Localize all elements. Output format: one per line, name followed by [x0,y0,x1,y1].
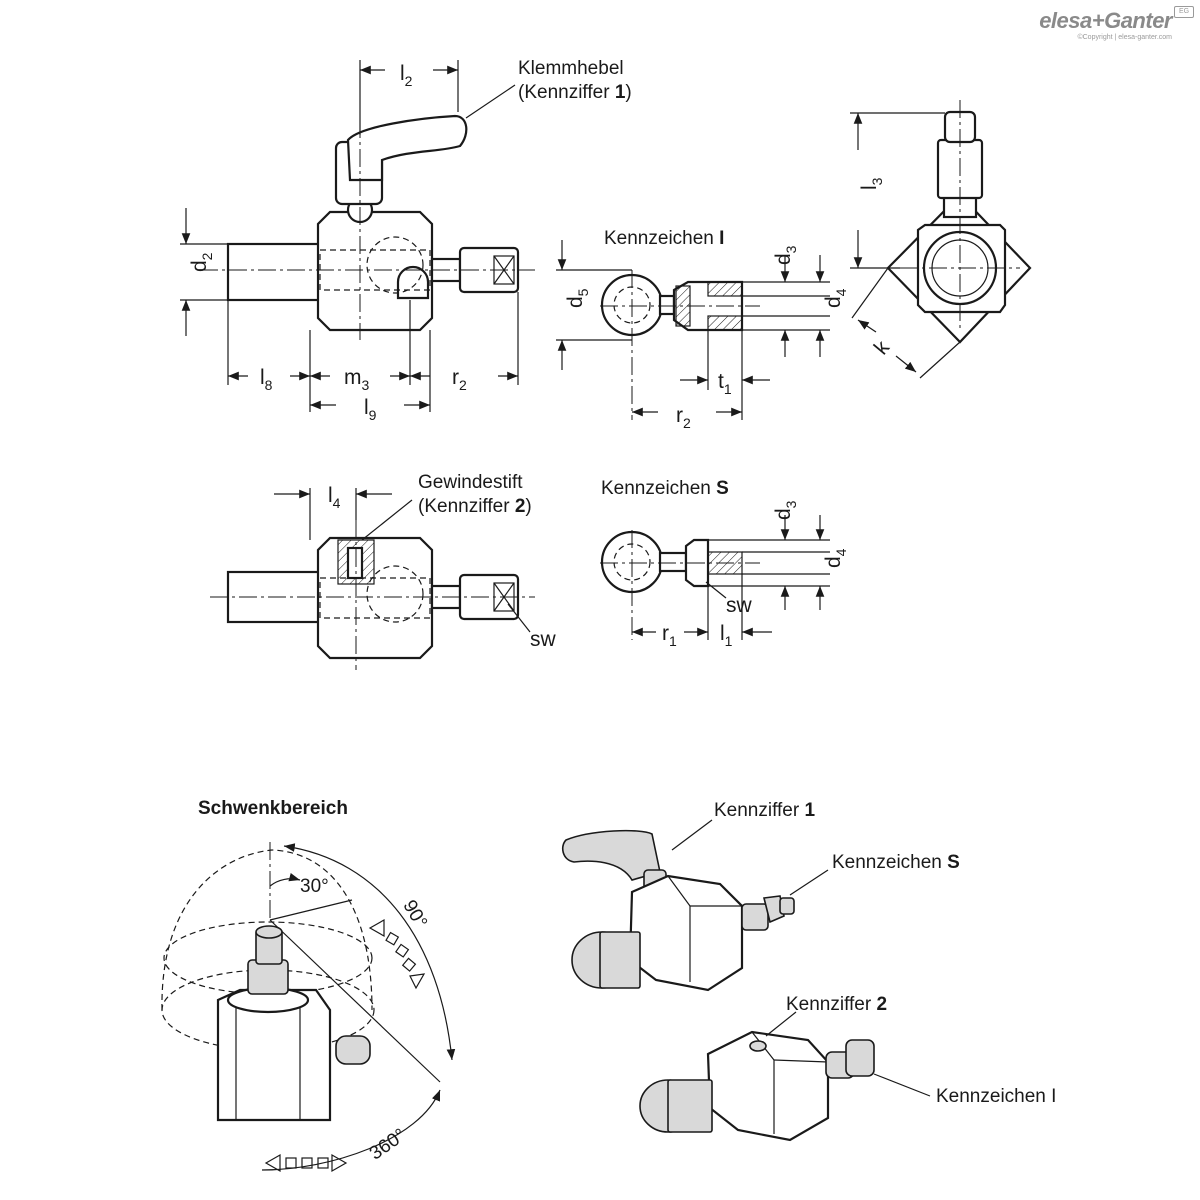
dim-sw-left: sw [530,628,557,651]
swivel-body [216,988,332,1122]
neck-i [658,294,676,316]
dim-l8: l8 [260,366,273,393]
slot-cutout [396,265,430,300]
iso-grub-assembly [639,1011,931,1142]
label-angle-30: 30° [300,876,329,897]
dim-d4-i: d4 [822,288,849,308]
label-gewindestift-code: (Kennziffer 2) [418,496,532,517]
brand-logo: elesa+Ganter ©Copyright | elesa-ganter.c… [1039,6,1194,41]
clamp-body-2 [316,536,434,660]
dim-l4: l4 [328,484,341,511]
dim-d3-s: d3 [772,500,799,520]
label-iso-kennziffer-2: Kennziffer 2 [786,994,887,1015]
dim-r2-i: r2 [676,404,691,431]
iso-lever [561,829,661,881]
dim-l3: l3 [858,177,885,190]
label-iso-kennziffer-1: Kennziffer 1 [714,800,815,821]
iso-lever-assembly [561,819,829,992]
dim-r1: r1 [662,622,677,649]
label-klemmhebel-code: (Kennziffer 1) [518,82,632,103]
dim-m3: m3 [344,366,370,393]
label-iso-kennzeichen-i: Kennzeichen I [936,1086,1056,1107]
kennzeichen-i-view [556,240,830,420]
kennzeichen-s-view [600,515,830,640]
hatch-i-top [707,281,743,297]
lever-arm [346,114,468,182]
label-iso-kennzeichen-s: Kennzeichen S [832,852,960,873]
dim-t1: t1 [718,370,732,397]
label-angle-90: 90° [398,897,431,932]
logo-badge: EG [1174,6,1194,18]
dim-d4-s: d4 [822,548,849,568]
ball-bore-dashed [366,236,424,294]
grub-screw [346,546,364,580]
dim-k: k [870,336,895,359]
label-kennzeichen-s: Kennzeichen S [601,478,729,499]
label-schwenkbereich: Schwenkbereich [198,798,348,819]
logo-copyright: ©Copyright | elesa-ganter.com [1077,34,1172,41]
iso-body-2 [706,1030,830,1142]
dim-d3-i: d3 [772,245,799,265]
dim-l1: l1 [720,622,733,649]
logo-wordmark: elesa+Ganter [1039,8,1172,33]
label-gewindestift: Gewindestift [418,472,523,493]
shaft-left [226,242,322,302]
iso-body-1 [628,874,744,992]
dim-l9: l9 [364,396,377,423]
top-right-view [850,100,1032,379]
dim-l2: l2 [400,62,413,89]
dim-r2-top: r2 [452,366,467,393]
arrow-symbol-90 [368,918,426,990]
hatch-i-bottom [707,315,743,331]
schwenkbereich-view [161,842,456,1173]
arrow-symbol-360 [264,1153,348,1173]
swivel-hex [247,959,289,995]
label-klemmhebel: Klemmhebel [518,58,624,79]
dim-d2: d2 [188,252,215,272]
dim-d5: d5 [564,288,591,308]
iso-hex-s [763,895,785,924]
clamp-body [316,210,434,332]
iso-stud-i [845,1039,875,1077]
top-left-view [180,60,535,412]
swivel-side-pin [335,1035,371,1065]
middle-left-view [210,488,535,670]
label-kennzeichen-i: Kennzeichen I [604,228,724,249]
stud-right [458,246,520,294]
dim-sw-s: sw [726,594,753,617]
